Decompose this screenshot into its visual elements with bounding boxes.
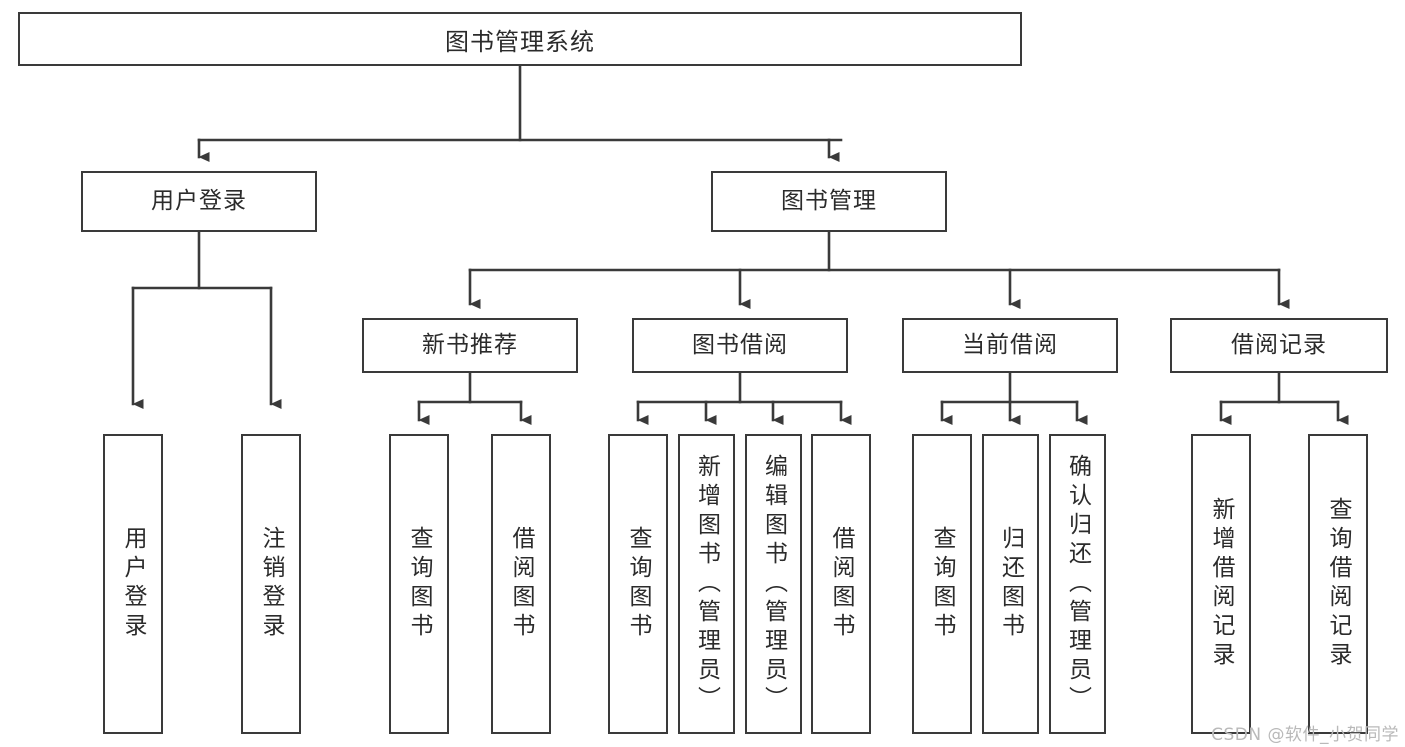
node-label: 借阅记录 [1231,331,1327,358]
node-label: 注销登录 [258,526,284,642]
node-leaf-borrow-book-new[interactable]: 借阅图书 [491,434,551,734]
node-label: 借阅图书 [508,526,534,642]
node-label: 查询图书 [406,526,432,642]
node-root-system[interactable]: 图书管理系统 [18,12,1022,66]
node-label: 查询图书 [625,526,651,642]
node-leaf-return-book[interactable]: 归还图书 [982,434,1039,734]
node-leaf-logout[interactable]: 注销登录 [241,434,301,734]
node-book-borrow[interactable]: 图书借阅 [632,318,848,373]
node-label: 新书推荐 [422,331,518,358]
node-label: 查询图书 [929,526,955,642]
node-label: 借阅图书 [828,526,854,642]
node-label: 图书管理 [781,187,877,214]
node-leaf-add-book-admin[interactable]: 新增图书（管理员） [678,434,735,734]
node-leaf-query-book-new[interactable]: 查询图书 [389,434,449,734]
node-leaf-query-book-current[interactable]: 查询图书 [912,434,972,734]
node-book-management[interactable]: 图书管理 [711,171,947,232]
node-leaf-add-borrow-record[interactable]: 新增借阅记录 [1191,434,1251,734]
node-label: 新增借阅记录 [1208,497,1234,671]
node-label: 归还图书 [997,526,1024,642]
node-leaf-user-login[interactable]: 用户登录 [103,434,163,734]
node-label: 用户登录 [120,526,146,642]
node-label: 编辑图书（管理员） [760,453,787,715]
watermark-text: CSDN @软件_小贺同学 [1211,725,1399,745]
node-borrow-record[interactable]: 借阅记录 [1170,318,1388,373]
node-label: 查询借阅记录 [1325,497,1351,671]
node-leaf-borrow-book[interactable]: 借阅图书 [811,434,871,734]
node-leaf-query-book-borrow[interactable]: 查询图书 [608,434,668,734]
node-leaf-confirm-return-admin[interactable]: 确认归还（管理员） [1049,434,1106,734]
node-leaf-query-borrow-record[interactable]: 查询借阅记录 [1308,434,1368,734]
node-user-login[interactable]: 用户登录 [81,171,317,232]
node-label: 当前借阅 [962,331,1058,358]
node-current-borrow[interactable]: 当前借阅 [902,318,1118,373]
node-label: 用户登录 [151,187,247,214]
node-label: 图书管理系统 [445,27,595,56]
node-new-book-recommend[interactable]: 新书推荐 [362,318,578,373]
node-label: 图书借阅 [692,331,788,358]
node-label: 新增图书（管理员） [693,453,720,715]
node-label: 确认归还（管理员） [1064,453,1091,715]
node-leaf-edit-book-admin[interactable]: 编辑图书（管理员） [745,434,802,734]
